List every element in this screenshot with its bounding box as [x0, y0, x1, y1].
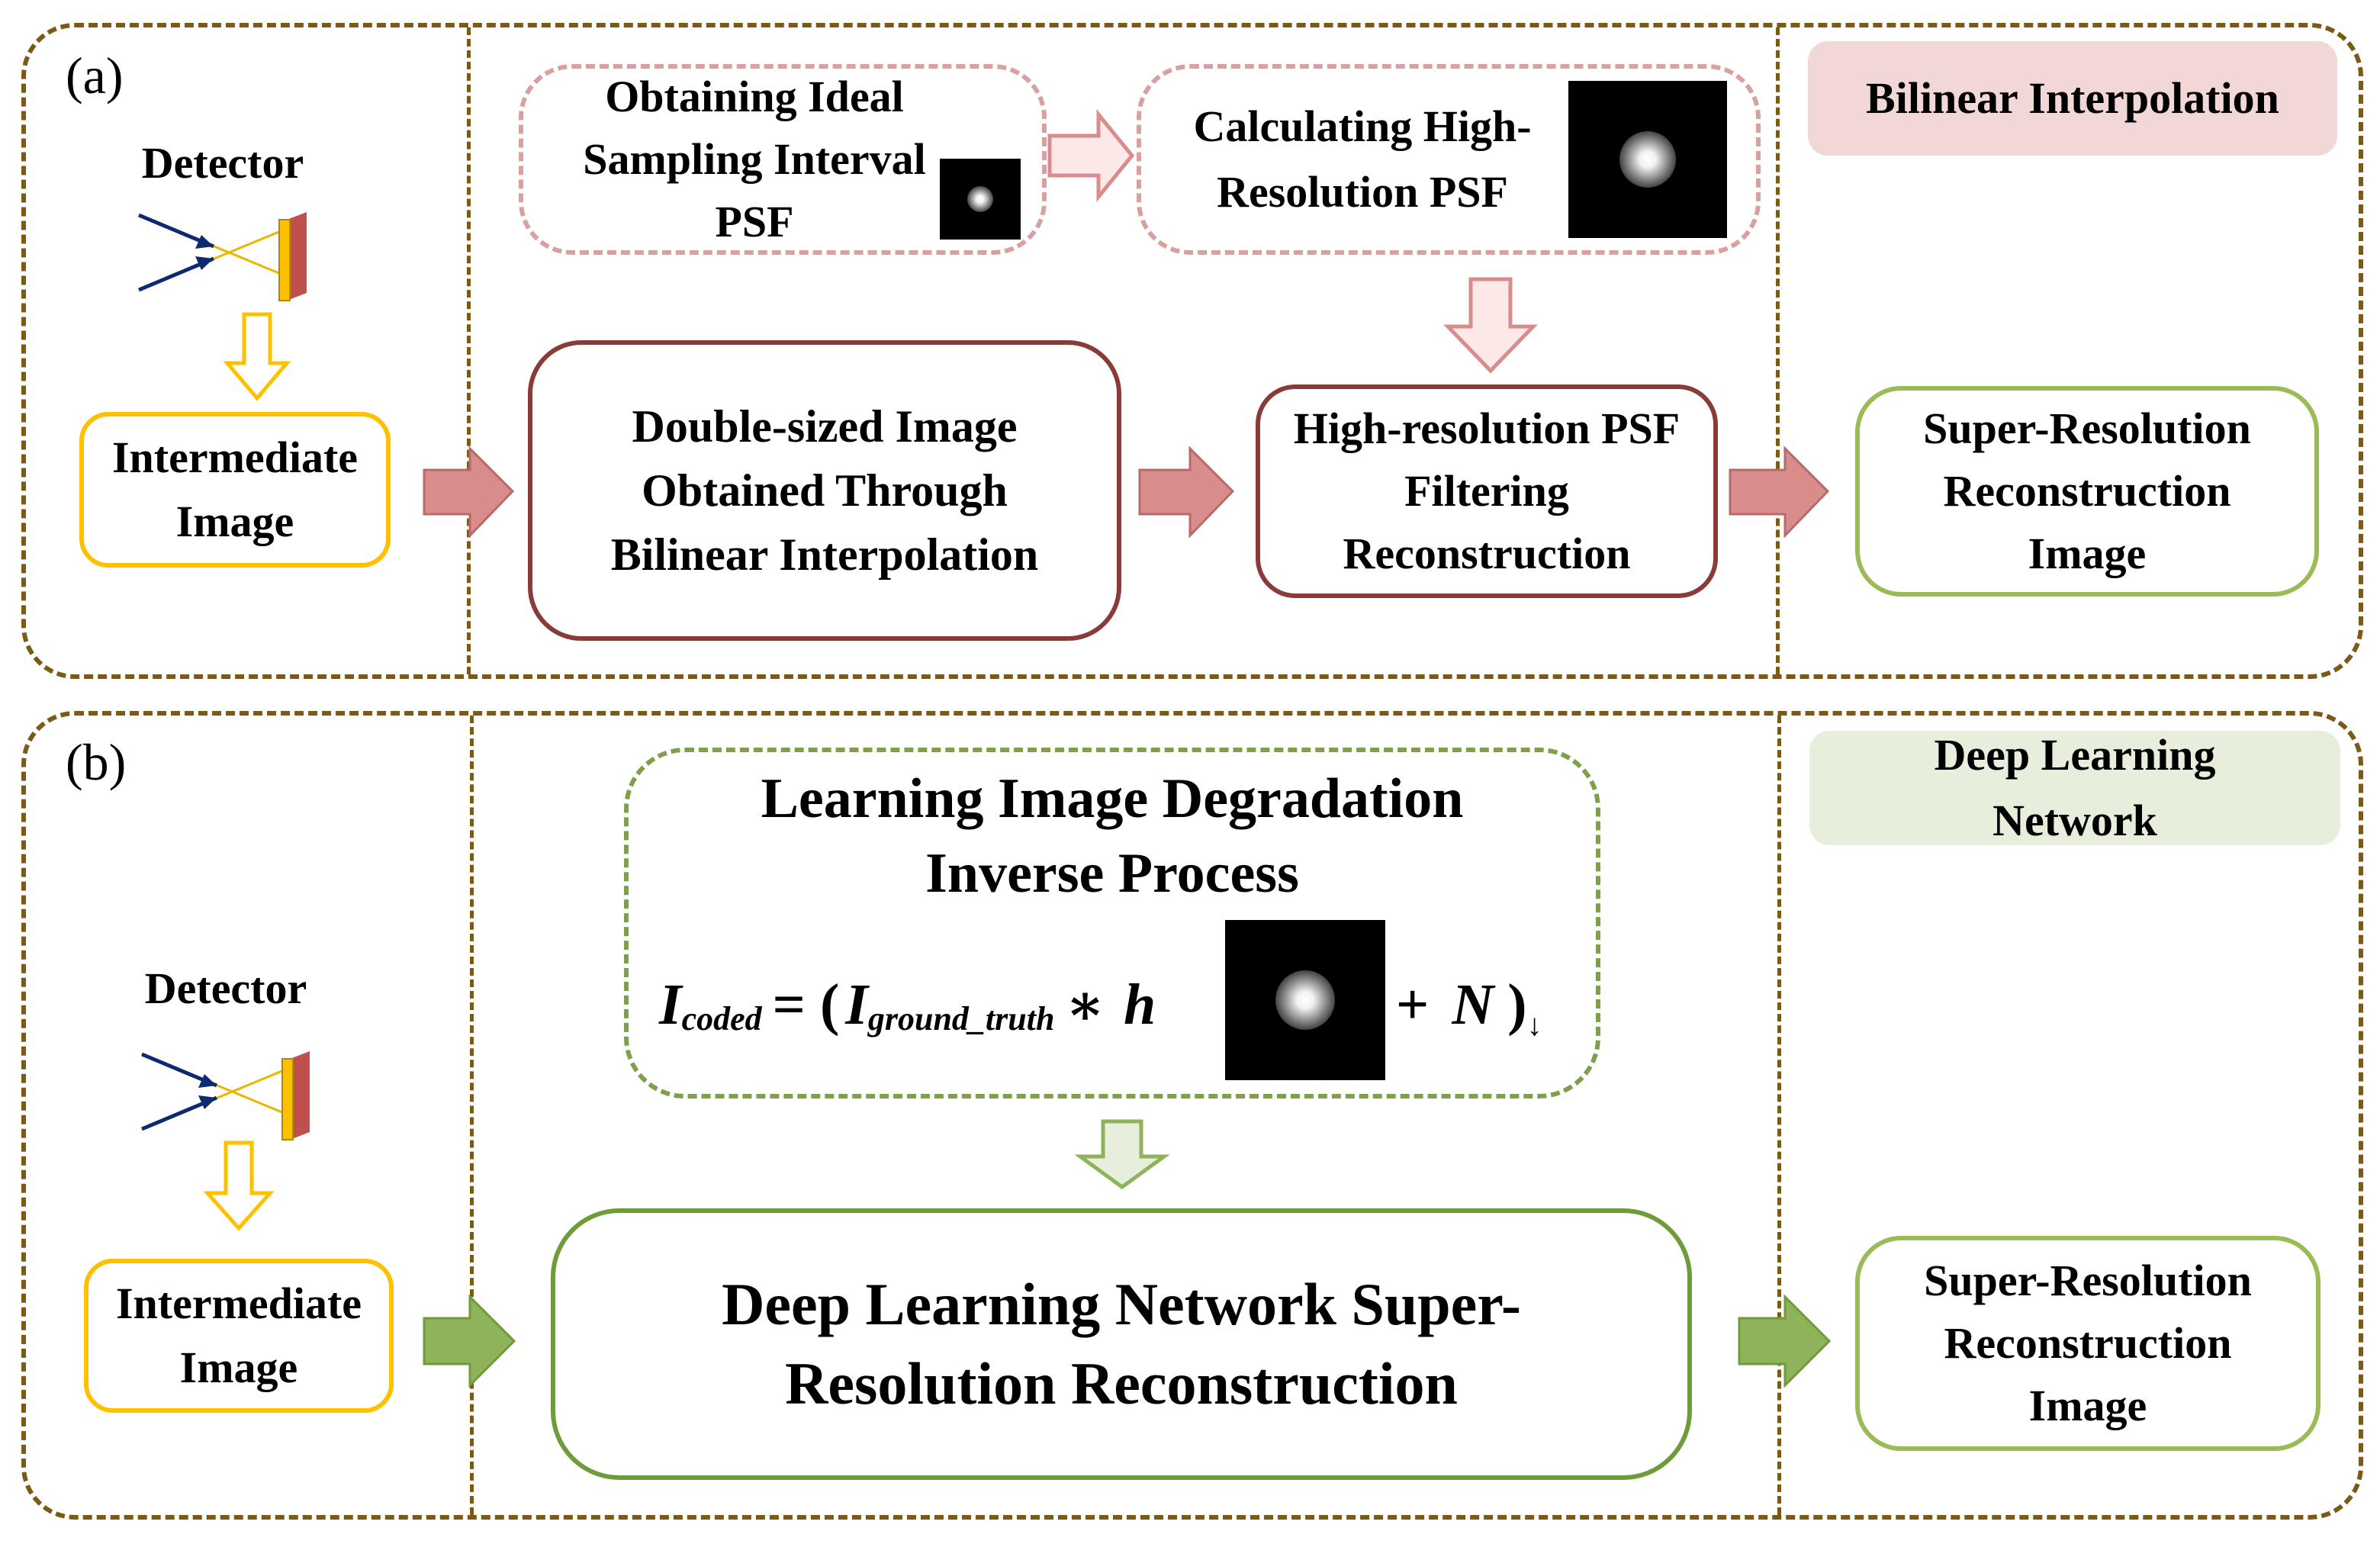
- panel-b-right-divider: [1777, 716, 1781, 1515]
- panel-a-input-line-2: Image: [175, 497, 294, 546]
- panel-a-left-divider: [467, 27, 471, 674]
- panel-b-formula-tail: + N ) ↓: [1396, 970, 1542, 1042]
- arrow-b-detector-down: [203, 1140, 275, 1231]
- arrow-b-input-to-main: [423, 1294, 516, 1388]
- panel-b-main-line-1: Deep Learning Network Super-: [722, 1271, 1521, 1337]
- panel-a-frame: [21, 23, 2363, 679]
- panel-a-step4-line-1: High-resolution PSF: [1293, 404, 1680, 453]
- panel-b-detector-icon: [141, 1051, 310, 1140]
- formula-convolution: ∗: [1065, 973, 1105, 1037]
- panel-a-step2-line-1: Calculating High-: [1193, 101, 1532, 151]
- arrow-a-input-to-step3: [423, 446, 515, 539]
- formula-noise: N: [1452, 972, 1494, 1037]
- panel-b-input-line-1: Intermediate: [115, 1279, 362, 1328]
- formula-kernel: h: [1123, 972, 1156, 1037]
- panel-b-deep-learning-sr-box: Deep Learning Network Super- Resolution …: [551, 1208, 1692, 1480]
- panel-b-kernel-psf-thumbnail: [1225, 920, 1385, 1080]
- panel-a-ideal-psf-box: Obtaining Ideal Sampling Interval PSF: [519, 64, 1047, 255]
- panel-a-label: (a): [66, 47, 124, 105]
- formula-equals: = (: [772, 972, 840, 1037]
- panel-a-input-line-1: Intermediate: [111, 433, 359, 482]
- panel-a-detector-icon: [138, 212, 307, 301]
- arrow-b-learning-to-main: [1074, 1119, 1170, 1190]
- panel-a-step1-line-2: Sampling Interval: [583, 134, 926, 184]
- panel-a-step1-line-3: PSF: [715, 197, 794, 246]
- panel-a-ideal-psf-thumbnail: [940, 159, 1021, 240]
- panel-a-intermediate-image-box: Intermediate Image: [79, 412, 391, 568]
- panel-b-learning-line-2: Inverse Process: [925, 842, 1299, 905]
- panel-b-left-divider: [470, 716, 474, 1515]
- panel-a-detector-label: Detector: [141, 138, 304, 188]
- panel-b-super-resolution-output-box: Super-Resolution Reconstruction Image: [1855, 1236, 2320, 1451]
- panel-b-detector-label: Detector: [144, 963, 307, 1013]
- panel-b-main-line-2: Resolution Reconstruction: [785, 1350, 1458, 1417]
- formula-downsample: ↓: [1526, 1007, 1542, 1042]
- panel-b-method-tag-line-2: Network: [1992, 796, 2157, 845]
- panel-a-method-tag: Bilinear Interpolation: [1808, 41, 2337, 156]
- formula-term-subscript: ground_truth: [867, 999, 1055, 1037]
- panel-a-right-divider: [1776, 27, 1780, 674]
- panel-a-psf-filtering-box: High-resolution PSF Filtering Reconstruc…: [1256, 384, 1718, 598]
- arrow-b-main-to-output: [1738, 1294, 1832, 1388]
- panel-a-step3-line-2: Obtained Through: [642, 465, 1008, 516]
- formula-lhs-subscript: coded: [681, 999, 762, 1037]
- formula-lhs: I: [659, 972, 682, 1037]
- formula-plus: +: [1396, 972, 1430, 1037]
- panel-a-step1-line-1: Obtaining Ideal: [605, 72, 904, 121]
- panel-a-high-res-psf-thumbnail: [1568, 81, 1727, 238]
- panel-a-step2-line-2: Resolution PSF: [1217, 167, 1508, 217]
- arrow-a-step1-to-step2: [1047, 108, 1135, 203]
- panel-b-frame: [21, 711, 2363, 1520]
- formula-close-paren: ): [1507, 972, 1527, 1037]
- arrow-a-step4-to-output: [1729, 446, 1830, 539]
- panel-a-step4-line-3: Reconstruction: [1343, 529, 1631, 578]
- panel-a-high-res-psf-box: Calculating High- Resolution PSF: [1137, 64, 1761, 255]
- panel-a-output-line-2: Reconstruction: [1943, 466, 2231, 516]
- panel-a-step3-line-1: Double-sized Image: [632, 401, 1018, 452]
- panel-a-step4-line-2: Filtering: [1404, 466, 1569, 516]
- arrow-a-step2-to-step4: [1443, 277, 1538, 374]
- panel-a-super-resolution-output-box: Super-Resolution Reconstruction Image: [1855, 386, 2319, 597]
- panel-b-learning-line-1: Learning Image Degradation: [761, 767, 1464, 830]
- panel-a-bilinear-interpolation-box: Double-sized Image Obtained Through Bili…: [528, 340, 1121, 641]
- panel-b-intermediate-image-box: Intermediate Image: [84, 1259, 394, 1413]
- panel-b-learning-degradation-box: Learning Image Degradation Inverse Proce…: [624, 748, 1600, 1098]
- panel-b-method-tag-line-1: Deep Learning: [1934, 730, 2216, 780]
- panel-b-degradation-formula: I coded = ( I ground_truth ∗ h: [659, 970, 1156, 1039]
- arrow-a-step3-to-step4: [1138, 446, 1235, 539]
- panel-b-output-line-1: Super-Resolution: [1924, 1256, 2252, 1305]
- panel-a-step3-line-3: Bilinear Interpolation: [610, 529, 1039, 580]
- panel-b-method-tag: Deep Learning Network: [1809, 730, 2340, 845]
- panel-b-input-line-2: Image: [179, 1343, 298, 1392]
- panel-b-output-line-3: Image: [2028, 1381, 2147, 1430]
- arrow-a-detector-down: [223, 312, 291, 401]
- panel-b-output-line-2: Reconstruction: [1944, 1318, 2232, 1368]
- panel-a-output-line-1: Super-Resolution: [1923, 404, 2251, 453]
- panel-b-label: (b): [66, 733, 127, 791]
- formula-term: I: [845, 972, 868, 1037]
- panel-a-output-line-3: Image: [2028, 529, 2147, 578]
